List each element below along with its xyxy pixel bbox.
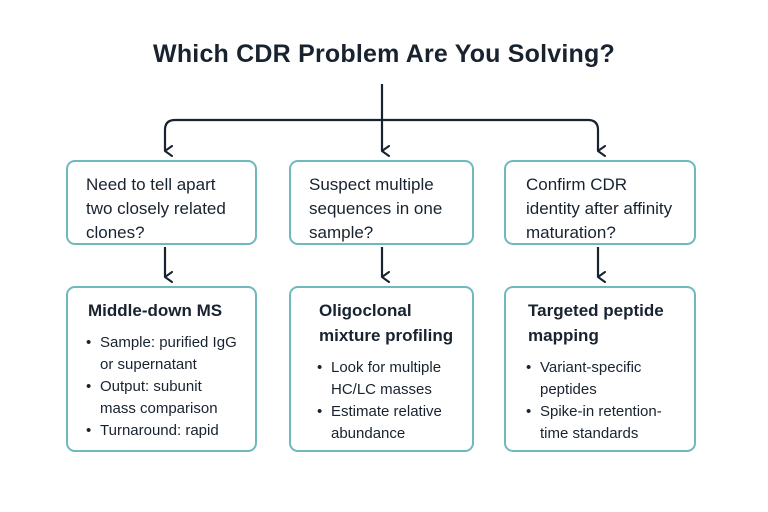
connector-title-to-q1: [163, 118, 382, 157]
answer-bullet-list: Sample: purified IgG or supernatant Outp…: [86, 332, 241, 442]
question-text: Suspect multiple sequences in one sample…: [309, 175, 443, 242]
connector-title-to-q3: [382, 118, 606, 157]
answer-bullet: Look for multiple HC/LC masses: [317, 357, 458, 401]
answer-bullet: Sample: purified IgG or supernatant: [86, 332, 241, 376]
answer-box-peptide-mapping: Targeted peptide mapping Variant-specifi…: [504, 286, 696, 452]
answer-bullet: Estimate relative abundance: [317, 401, 458, 445]
answer-bullet-list: Variant-specific peptides Spike-in reten…: [526, 357, 680, 445]
answer-bullet-list: Look for multiple HC/LC masses Estimate …: [317, 357, 458, 445]
question-text: Confirm CDR identity after affinity matu…: [526, 175, 673, 242]
diagram-title: Which CDR Problem Are You Solving?: [153, 40, 615, 68]
question-box-affinity-maturation: Confirm CDR identity after affinity matu…: [504, 160, 696, 245]
answer-bullet: Spike-in retention-time standards: [526, 401, 680, 445]
answer-bullet: Output: subunit mass comparison: [86, 376, 241, 420]
answer-title: Middle-down MS: [88, 301, 223, 320]
answer-title: Targeted peptide mapping: [528, 301, 664, 345]
question-box-multiple-sequences: Suspect multiple sequences in one sample…: [289, 160, 474, 245]
question-text: Need to tell apart two closely related c…: [86, 175, 226, 242]
question-box-clones: Need to tell apart two closely related c…: [66, 160, 257, 245]
answer-bullet: Variant-specific peptides: [526, 357, 680, 401]
answer-box-oligoclonal-profiling: Oligoclonal mixture profiling Look for m…: [289, 286, 474, 452]
answer-title: Oligoclonal mixture profiling: [319, 301, 454, 345]
answer-box-middle-down-ms: Middle-down MS Sample: purified IgG or s…: [66, 286, 257, 452]
answer-bullet: Turnaround: rapid: [86, 420, 241, 442]
